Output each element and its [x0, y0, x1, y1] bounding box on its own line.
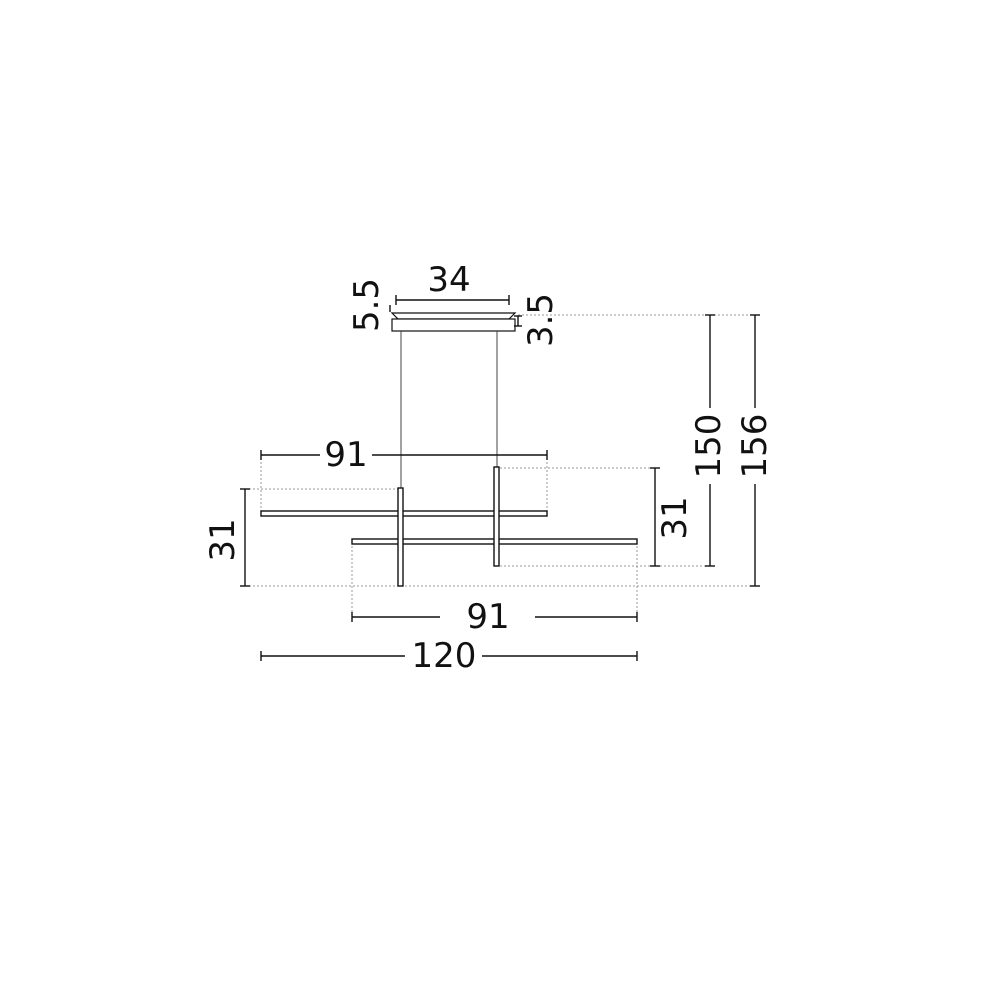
dimension-lines	[240, 295, 760, 661]
guide-lines	[245, 314, 758, 618]
label-canopy-side: 5.5	[347, 278, 387, 332]
canopy-front-face	[391, 318, 516, 332]
label-upper-bar-length: 91	[324, 435, 367, 475]
canopy	[390, 312, 517, 332]
label-canopy-height: 3.5	[521, 293, 561, 347]
canopy-top-face	[390, 312, 517, 320]
upper-horizontal-bar	[260, 510, 548, 517]
suspension-cables	[400, 331, 498, 488]
left-vertical-bar	[397, 487, 404, 587]
dimension-labels: 34 5.5 3.5 91 91 120 31 31 150 156	[203, 260, 775, 676]
label-suspension-height: 150	[689, 414, 729, 479]
label-lower-bar-length: 91	[466, 597, 509, 637]
label-total-width: 120	[412, 636, 477, 676]
label-right-height: 31	[655, 496, 695, 539]
lamp-bars	[260, 466, 638, 587]
label-left-height: 31	[203, 518, 243, 561]
label-canopy-width: 34	[427, 260, 470, 300]
right-vertical-bar	[493, 466, 500, 567]
label-total-height: 156	[735, 414, 775, 479]
